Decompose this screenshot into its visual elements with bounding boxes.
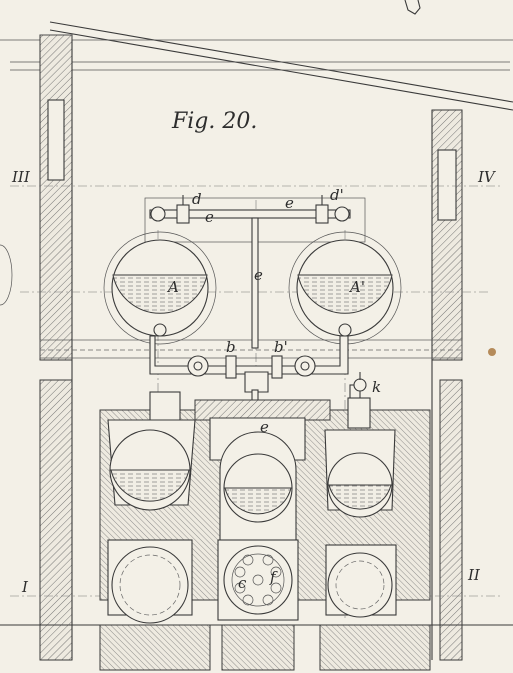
right-wall bbox=[431, 109, 463, 661]
label-d: d bbox=[192, 190, 202, 208]
label-b-prime: b' bbox=[274, 338, 288, 356]
upper-drum-a-prime bbox=[288, 231, 402, 345]
label-e-right: e bbox=[285, 194, 294, 212]
label-d-prime: d' bbox=[330, 186, 344, 204]
lower-drum-left bbox=[107, 419, 196, 624]
section-mark-i: I bbox=[21, 578, 29, 596]
left-wall bbox=[39, 34, 73, 661]
label-a: A bbox=[166, 278, 179, 296]
label-e-left: e bbox=[205, 208, 214, 226]
label-a-prime: A' bbox=[348, 278, 365, 296]
section-mark-iv: IV bbox=[477, 168, 497, 186]
middle-drum bbox=[219, 431, 297, 541]
label-e-mid: e bbox=[254, 266, 263, 284]
paper-stain bbox=[488, 348, 496, 356]
label-k: k bbox=[372, 378, 381, 396]
upper-drum-a bbox=[103, 231, 217, 345]
figure-title: Fig. 20. bbox=[171, 109, 257, 134]
upper-steam-pipe bbox=[144, 195, 366, 349]
label-c: c bbox=[238, 574, 247, 592]
section-mark-iii: III bbox=[11, 168, 31, 186]
lower-drum-right bbox=[324, 429, 397, 618]
tube-bundle bbox=[217, 539, 299, 621]
foundation bbox=[0, 624, 513, 671]
label-e-lower: e bbox=[260, 418, 269, 436]
roof bbox=[0, 0, 513, 111]
left-edge-fragment bbox=[0, 244, 13, 306]
section-mark-ii: II bbox=[467, 566, 481, 584]
label-f: f bbox=[269, 568, 278, 586]
label-b: b bbox=[226, 338, 236, 356]
platform bbox=[39, 339, 463, 359]
